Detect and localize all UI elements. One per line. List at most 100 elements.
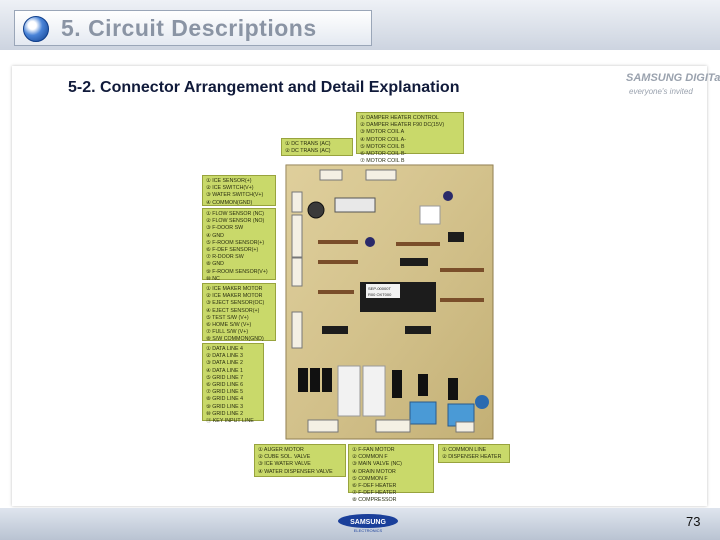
label-flow-sensor-line: ⑩ NC — [206, 275, 220, 282]
samsung-footer-logo: SAMSUNG ELECTRONICS — [338, 514, 398, 533]
resistor-row-2 — [318, 260, 358, 264]
heatsink — [334, 197, 376, 213]
connector-fan-motor — [375, 419, 411, 433]
label-flow-sensor-line: ② FLOW SENSOR (NO) — [206, 218, 265, 225]
label-flow-sensor-line: ① FLOW SENSOR (NC) — [206, 211, 265, 217]
label-ice-maker: ① ICE MAKER MOTOR ② ICE MAKER MOTOR ③ EJ… — [202, 283, 276, 343]
relay-white-2 — [362, 365, 386, 417]
label-fan-motor-line: ⑦ F-DEF HEATER — [352, 490, 397, 497]
connector-common-line — [455, 421, 475, 433]
label-flow-sensor-line: ⑥ F-DEF SENSOR(+) — [206, 247, 259, 254]
logo-slogan: everyone's invited — [629, 87, 693, 96]
label-ice-maker-line: ⑧ S/W COMMON(GND) — [206, 336, 264, 343]
label-data-line-line: ② DATA LINE 3 — [206, 353, 243, 360]
label-auger: ① AUGER MOTOR ② CUBE SOL. VALVE ③ ICE WA… — [254, 444, 346, 477]
pcb-board: SEP-00000T R00 OXT000 — [285, 164, 494, 440]
label-ice-maker-line: ⑤ TEST S/W (V+) — [206, 314, 249, 321]
label-ice-sensor-line: ③ WATER SWITCH(V+) — [206, 192, 264, 199]
label-data-line-line: ⑥ GRID LINE 6 — [206, 382, 244, 389]
label-ice-sensor-line: ② ICE SWITCH(V+) — [206, 185, 254, 192]
label-ice-maker-line: ② ICE MAKER MOTOR — [206, 293, 263, 300]
label-flow-sensor-line: ⑧ GND — [206, 261, 224, 268]
label-damper-line: ⑦ MOTOR COIL B — [360, 158, 405, 165]
label-auger-line: ③ ICE WATER VALVE — [258, 461, 311, 468]
resistor-row-6 — [396, 242, 440, 246]
resistor-array — [318, 240, 484, 302]
connector-ice-sensor — [291, 191, 303, 213]
label-data-line-line: ⑧ GRID LINE 4 — [206, 396, 244, 403]
label-flow-sensor-line: ③ F-DOOR SW — [206, 225, 244, 232]
label-damper-line: ⑥ MOTOR COIL B- — [360, 151, 407, 158]
capacitor-1 — [307, 201, 325, 219]
samsung-logo-ellipse — [338, 514, 398, 528]
label-dc-trans-line: ① DC TRANS (AC) — [285, 141, 331, 147]
label-data-line: ① DATA LINE 4 ② DATA LINE 3 ③ DATA LINE … — [202, 343, 264, 424]
resistor-row-5 — [440, 298, 484, 302]
ic-label-line-1: SEP-00000T — [368, 286, 391, 291]
title-frame: 5. Circuit Descriptions — [14, 10, 372, 46]
label-data-line-line: ⑩ GRID LINE 2 — [206, 410, 244, 417]
connector-ice-maker — [291, 311, 303, 349]
label-fan-motor: ① F-FAN MOTOR ② COMMON F ③ MAIN VALVE (N… — [348, 444, 434, 503]
slide-subtitle: 5-2. Connector Arrangement and Detail Ex… — [68, 79, 460, 96]
label-auger-line: ② CUBE SOL. VALVE — [258, 454, 311, 461]
resistor-row-1 — [318, 240, 358, 244]
label-common-line-line: ② DISPENSER HEATER — [442, 454, 502, 461]
relay-5 — [418, 374, 428, 396]
ic-small-1 — [400, 258, 428, 266]
label-data-line-line: ③ DATA LINE 2 — [206, 360, 243, 367]
label-flow-sensor-line: ⑦ R-DOOR SW — [206, 254, 244, 261]
relay-3 — [322, 368, 332, 392]
label-fan-motor-line: ④ DRAIN MOTOR — [352, 468, 396, 475]
label-damper: ① DAMPER HEATER CONTROL ② DAMPER HEATER … — [356, 112, 464, 164]
connector-data-line — [291, 257, 303, 287]
label-fan-motor-line: ③ MAIN VALVE (NC) — [352, 461, 402, 468]
samsung-logo-text: SAMSUNG — [350, 519, 386, 526]
relay-blue-1 — [409, 401, 437, 425]
ic-small-4 — [448, 232, 464, 242]
relay-6 — [448, 378, 458, 400]
label-damper-line: ① DAMPER HEATER CONTROL — [360, 115, 439, 121]
connector-flow-sensor — [291, 214, 303, 258]
label-flow-sensor-line: ⑨ F-ROOM SENSOR(V+) — [206, 268, 268, 275]
board-sticker — [419, 205, 441, 225]
label-ice-maker-line: ③ EJECT SENSOR(OC) — [206, 300, 265, 307]
label-data-line-line: ⑦ GRID LINE 5 — [206, 389, 244, 396]
label-fan-motor-line: ② COMMON F — [352, 454, 388, 461]
capacitor-2 — [365, 237, 375, 247]
label-dc-trans-line: ② DC TRANS (AC) — [285, 148, 331, 155]
ic-label-line-2: R00 OXT000 — [368, 292, 392, 297]
page-number: 73 — [686, 514, 701, 529]
label-fan-motor-line: ⑧ COMPRESSOR — [352, 497, 397, 504]
logo-brand: SAMSUNG DIGITall — [626, 72, 720, 84]
samsung-logo-subtext: ELECTRONICS — [354, 528, 383, 533]
label-damper-line: ④ MOTOR COIL A- — [360, 136, 406, 143]
label-data-line-line: ④ DATA LINE 1 — [206, 367, 243, 374]
page-title: 5. Circuit Descriptions — [61, 15, 317, 41]
samsung-digitall-logo: SAMSUNG DIGITall everyone's invited — [626, 70, 720, 102]
label-damper-line: ⑤ MOTOR COIL B — [360, 143, 405, 150]
title-bullet-icon — [23, 16, 49, 42]
label-ice-maker-line: ① ICE MAKER MOTOR — [206, 286, 263, 292]
connector-auger — [307, 419, 339, 433]
label-common-line: ① COMMON LINE ② DISPENSER HEATER — [438, 444, 510, 463]
varistor — [475, 395, 489, 409]
capacitor-3 — [443, 191, 453, 201]
label-ice-maker-line: ④ EJECT SENSOR(+) — [206, 307, 260, 314]
label-data-line-line: ① DATA LINE 4 — [206, 346, 243, 352]
relay-2 — [310, 368, 320, 392]
resistor-row-4 — [440, 268, 484, 272]
label-auger-line: ④ WATER DISPENSER VALVE — [258, 468, 333, 475]
connector-dc-trans — [319, 169, 343, 181]
relay-4 — [392, 370, 402, 398]
label-ice-sensor-line: ④ COMMON(GND) — [206, 199, 253, 206]
label-data-line-line: ⑪ KEY INPUT LINE — [206, 418, 254, 425]
label-dc-trans: ① DC TRANS (AC) ② DC TRANS (AC) — [281, 138, 353, 156]
label-flow-sensor-line: ④ GND — [206, 232, 224, 239]
relay-white-1 — [337, 365, 361, 417]
label-common-line-line: ① COMMON LINE — [442, 447, 487, 453]
label-ice-sensor: ① ICE SENSOR(+) ② ICE SWITCH(V+) ③ WATER… — [202, 175, 276, 206]
label-ice-sensor-line: ① ICE SENSOR(+) — [206, 178, 252, 184]
label-ice-maker-line: ⑦ FULL S/W (V+) — [206, 329, 249, 336]
